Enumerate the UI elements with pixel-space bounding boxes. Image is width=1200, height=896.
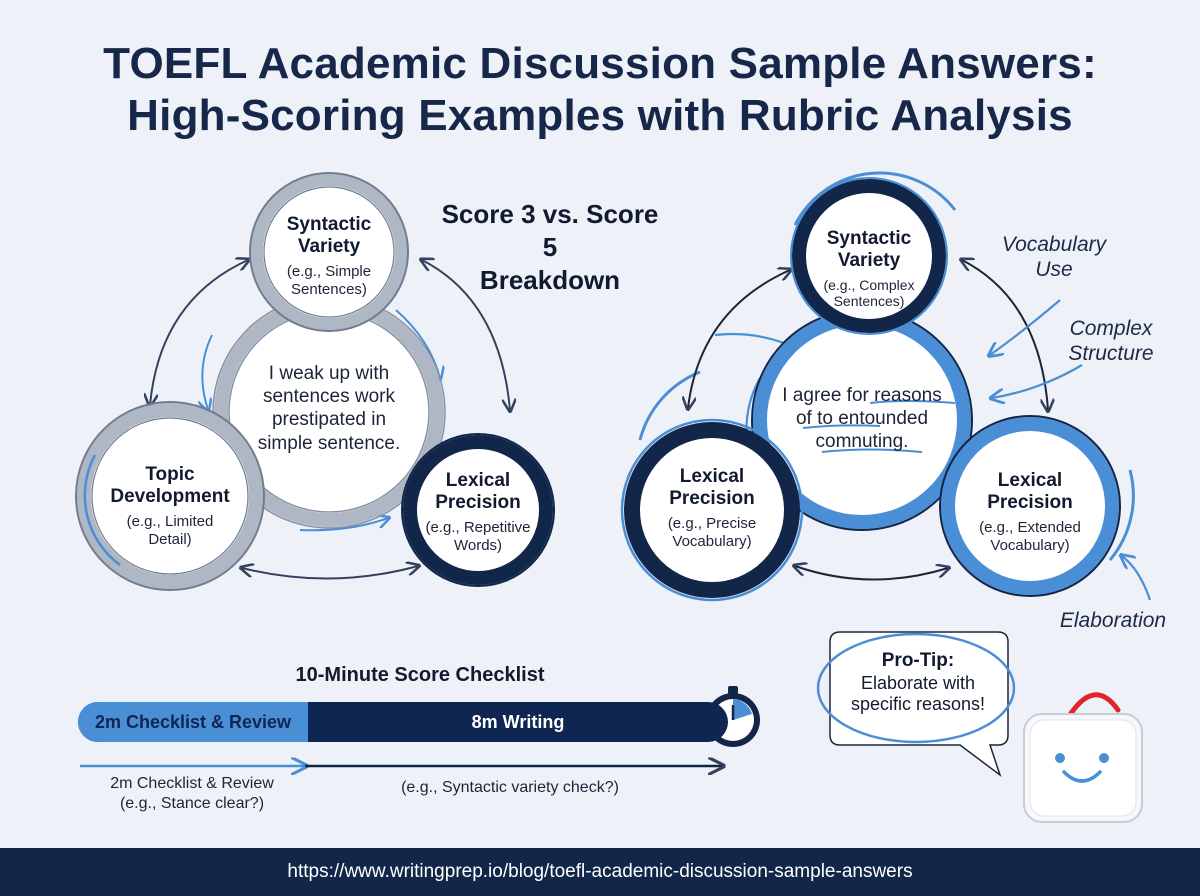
title-line-1: TOEFL Academic Discussion Sample Answers…: [103, 39, 1097, 88]
node-heading: Lexical Precision: [669, 466, 755, 510]
node-example: (e.g., Simple Sentences): [286, 262, 372, 298]
elaboration-annotation: Elaboration: [1059, 609, 1167, 632]
breakdown-line-1: Score 3 vs. Score 5: [441, 199, 659, 262]
node-example: (e.g., Precise Vocabulary): [667, 514, 757, 550]
writing-segment: 8m Writing: [471, 712, 565, 732]
checklist-title: 10-Minute Score Checklist: [295, 664, 545, 686]
arrow-top-to-right: [422, 260, 510, 410]
score5-diagram: [620, 171, 1152, 602]
review-segment: 2m Checklist & Review: [78, 702, 308, 742]
score5-left-ring: [624, 422, 800, 598]
arrow-top-to-right-5: [962, 260, 1048, 410]
score3-left-node: Topic Development (e.g., Limited Detail): [98, 464, 242, 548]
node-example: (e.g., Repetitive Words): [425, 518, 531, 554]
score3-sample-text: I weak up with sentences work prestipate…: [257, 363, 401, 454]
complex-structure-annotation: Complex Structure: [1068, 317, 1154, 366]
score3-right-ring: [403, 435, 553, 585]
score5-top-node: Syntactic Variety (e.g., Complex Sentenc…: [800, 228, 938, 310]
arrow-left-to-right-5: [795, 566, 948, 581]
score3-diagram: [75, 172, 555, 591]
breakdown-heading: Score 3 vs. Score 5 Breakdown: [440, 198, 660, 297]
arrow-blue-left: [202, 334, 213, 410]
arrow-top-to-left: [150, 260, 248, 405]
score3-top-node: Syntactic Variety (e.g., Simple Sentence…: [259, 214, 399, 298]
breakdown-line-2: Breakdown: [479, 265, 621, 295]
node-heading: Lexical Precision: [435, 470, 521, 514]
node-heading: Syntactic Variety: [286, 214, 372, 258]
arrow-blue-bottom: [299, 518, 388, 532]
arrow-left-to-right: [242, 566, 418, 580]
vocabulary-use-annotation: Vocabulary Use: [1001, 233, 1107, 282]
speech-bubble-icon: [816, 631, 1016, 778]
node-heading: Topic Development: [110, 464, 230, 508]
pro-tip-body: Elaborate with specific reasons!: [850, 672, 986, 715]
score5-top-ring: [792, 179, 946, 333]
pro-tip-heading: Pro-Tip:: [881, 650, 955, 671]
title-line-2: High-Scoring Examples with Rubric Analys…: [127, 91, 1073, 140]
time-allocation-bar: 2m Checklist & Review 8m Writing: [78, 702, 728, 742]
node-example: (e.g., Complex Sentences): [823, 276, 915, 310]
score3-right-node: Lexical Precision (e.g., Repetitive Word…: [418, 470, 538, 554]
writing-caption: (e.g., Syntactic variety check?): [401, 779, 619, 796]
source-url[interactable]: https://www.writingprep.io/blog/toefl-ac…: [287, 861, 913, 882]
node-example: (e.g., Extended Vocabulary): [979, 518, 1081, 554]
score3-top-ring: [251, 174, 407, 330]
page-title: TOEFL Academic Discussion Sample Answers…: [0, 38, 1200, 142]
score5-left-node: Lexical Precision (e.g., Precise Vocabul…: [647, 466, 777, 550]
review-caption: 2m Checklist & Review (e.g., Stance clea…: [110, 775, 274, 812]
node-heading: Syntactic Variety: [826, 228, 912, 272]
footer-url-bar: https://www.writingprep.io/blog/toefl-ac…: [0, 848, 1200, 896]
score5-right-node: Lexical Precision (e.g., Extended Vocabu…: [962, 470, 1098, 554]
score5-sample-text: I agree for reasons of to entounded comn…: [782, 385, 942, 453]
pro-tip: Pro-Tip: Elaborate with specific reasons…: [830, 650, 1006, 716]
node-example: (e.g., Limited Detail): [126, 512, 214, 548]
score5-right-ring: [941, 417, 1119, 595]
arrow-top-to-left-5: [688, 270, 790, 408]
node-heading: Lexical Precision: [987, 470, 1073, 514]
robot-mascot-icon: [1023, 692, 1143, 823]
